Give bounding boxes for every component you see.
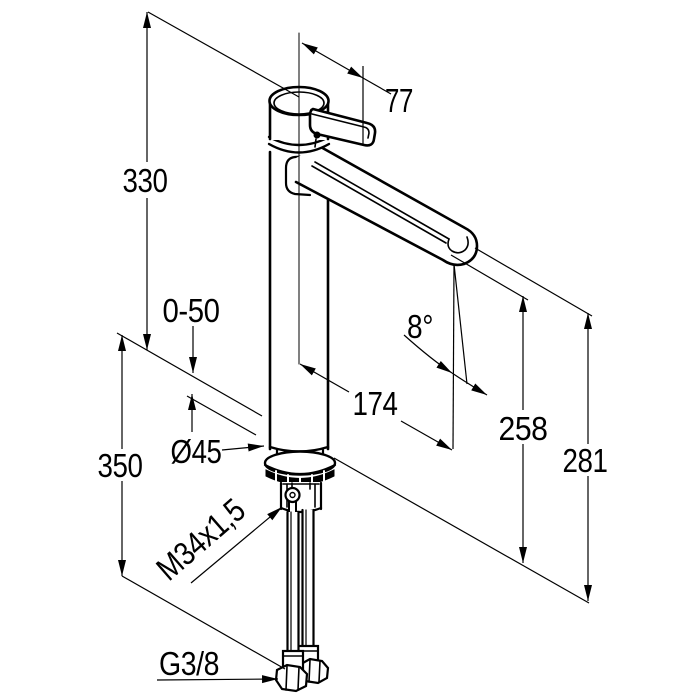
lever-handle — [308, 107, 377, 148]
spout — [294, 144, 479, 267]
dim-281 — [474, 247, 593, 602]
supply-hose-left — [274, 510, 309, 693]
dim-174 — [299, 363, 453, 451]
dim-0-50 — [188, 326, 197, 432]
dimension-annotations — [116, 11, 593, 684]
label-spout-angle: 8° — [407, 308, 433, 345]
lever-screw-dot — [313, 131, 321, 139]
label-deck-thickness-range: 0-50 — [163, 292, 220, 329]
dim-77 — [301, 42, 392, 144]
label-shank-thread: M34x1,5 — [149, 491, 252, 587]
label-outlet-height: 258 — [499, 410, 548, 447]
faucet-body — [263, 32, 479, 693]
dim-angle-8 — [403, 263, 488, 450]
label-spout-tip-height: 281 — [563, 442, 608, 479]
hex-nut-left — [274, 663, 309, 693]
label-spout-height: 330 — [123, 162, 168, 199]
mounting-shank — [279, 481, 323, 515]
leader-g38 — [156, 675, 279, 684]
dim-258 — [450, 254, 529, 564]
dim-330 — [143, 11, 300, 351]
mounting-plane-lines — [116, 332, 590, 670]
spout-tip-outlet — [447, 236, 469, 254]
label-body-diameter: Ø45 — [171, 433, 222, 470]
base-flange — [263, 445, 337, 491]
clamp-stud — [284, 486, 301, 515]
leader-m34 — [190, 506, 283, 584]
leader-dia45 — [221, 443, 265, 452]
label-hose-drop-length: 350 — [98, 447, 143, 484]
label-hose-connection-thread: G3/8 — [159, 645, 219, 682]
label-spout-reach: 174 — [353, 385, 398, 422]
label-spout-head-width: 77 — [385, 82, 413, 119]
supply-hose-right — [296, 508, 330, 685]
